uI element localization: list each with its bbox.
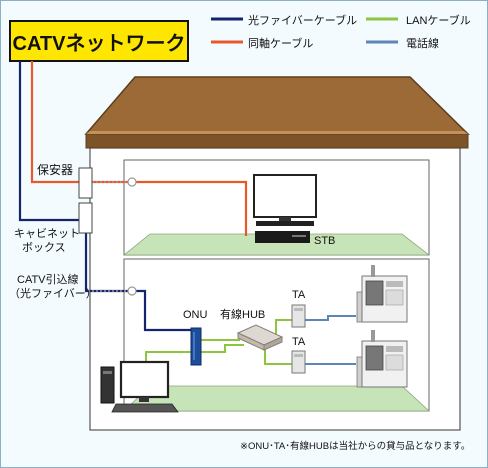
fiber-cable-onu: [84, 228, 196, 332]
legend: 光ファイバーケーブル LANケーブル 同軸ケーブル 電話線: [211, 13, 471, 50]
tv-icon: [253, 174, 317, 226]
onu-label: ONU: [183, 309, 208, 321]
wall-port-upper: [127, 177, 137, 187]
hub-label: 有線HUB: [220, 307, 265, 321]
lan-hub-to-ta2: [264, 348, 292, 365]
coax-cable: [30, 61, 248, 236]
cabinet-box: [78, 202, 93, 234]
telephone-icon-2: [356, 330, 408, 388]
roof-eave: [85, 133, 469, 149]
cabinet-label-line1: キャビネット: [14, 227, 80, 240]
ta-label-1: TA: [292, 289, 306, 301]
stb-icon: [255, 231, 310, 243]
floor-upper: [122, 233, 431, 256]
hub-icon: [236, 324, 284, 351]
ta-icon-1: [291, 304, 306, 328]
title-text: CATVネットワーク: [13, 32, 186, 55]
ta-label-2: TA: [292, 336, 306, 348]
roof: [84, 76, 470, 135]
stb-label: STB: [314, 235, 335, 247]
pc-icon: [100, 360, 179, 413]
footnote: ※ONU･TA･有線HUBは当社からの貸与品となります。: [240, 440, 470, 452]
legend-label-lan: LANケーブル: [406, 13, 471, 27]
wall-port-lower: [127, 286, 137, 296]
title-box: [9, 20, 189, 62]
hoanki-box: [78, 167, 93, 199]
catv-dropline-label-line2: （光ファイバー）: [9, 286, 97, 300]
telephone-icon-1: [356, 265, 408, 323]
legend-label-coax: 同軸ケーブル: [248, 36, 313, 50]
catv-dropline-label-line1: CATV引込線: [17, 272, 79, 286]
phone-line-1: [305, 315, 356, 321]
legend-label-phone: 電話線: [406, 36, 439, 50]
onu-icon: [190, 327, 202, 366]
legend-label-fiber: 光ファイバーケーブル: [248, 13, 357, 27]
roof-cap: [86, 131, 468, 134]
ta-icon-2: [291, 350, 306, 374]
hoanki-label: 保安器: [37, 162, 73, 177]
fiber-cable-drop: [18, 61, 80, 222]
cabinet-label-line2: ボックス: [22, 241, 66, 254]
